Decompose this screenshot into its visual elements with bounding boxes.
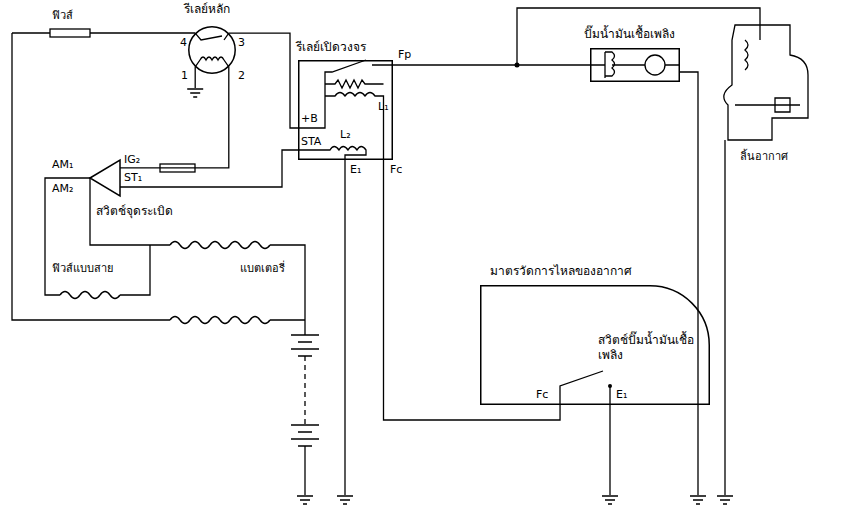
wire-connector [120,67,229,168]
relay-contact [195,33,229,67]
terminal-name: E₁ [350,163,361,176]
wire [195,67,196,88]
node-shape [481,286,710,405]
wire-connector [120,150,298,187]
wire [304,446,305,495]
fuel-pump: ปั๊มน้ำมันเชื้อเพลิง [590,48,680,82]
wire [12,32,195,33]
coil-name: L₁ [378,100,389,113]
wire [609,405,610,495]
terminal-name: AM₂ [52,182,73,195]
relay-coil [325,93,384,161]
switch-contact [608,384,612,388]
node-shape [189,27,235,73]
node-outline [90,160,120,196]
node-shape [299,61,393,160]
part-name: แบตเตอรี่ [240,262,285,275]
resistor-symbol [325,80,384,88]
relay-coil [298,147,366,161]
node-heading: รีเลย์เปิดวงจร [296,40,366,55]
wire-connector [393,64,590,65]
wire [90,178,305,330]
terminal-name: Fc [536,388,548,401]
pump-coil [590,52,680,78]
ground-symbol [187,89,203,97]
node-heading: มาตรวัดการไหลของอากาศ [490,264,632,279]
terminal-name: Fp [398,48,411,61]
node-shape [591,49,680,82]
node-text: สวิตช์ปั๊มน้ำมันเชื้อเพลิง [598,333,702,363]
terminal-name: ST₁ [124,171,142,184]
air-valve-body [724,25,808,140]
terminal-name: STA [301,135,321,148]
fusible-link-symbol [170,317,270,324]
terminal-name: IG₂ [124,153,140,166]
pin-number: 3 [238,36,245,49]
ground-symbol [690,496,706,504]
terminal-name: E₁ [616,388,627,401]
coil-name: L₂ [340,128,351,141]
wire [724,140,725,495]
air-valve-detail [735,25,800,112]
part-name: ลิ้นอากาศ [740,150,788,163]
relay-coil [200,57,224,60]
part-name: ฟิวส์แบบสาย [52,262,113,275]
node-heading: รีเลย์หลัก [184,2,230,17]
fusible-link-symbol [60,292,120,299]
terminal-name: +B [301,112,318,125]
pin-number: 2 [238,69,245,82]
node-outline [188,26,236,74]
fusible-link-symbol [170,242,270,249]
wire [12,33,305,320]
fuse-symbol [50,29,90,37]
relay-contact [298,60,393,128]
wire-connector [229,33,298,128]
fuse-label: ฟิวส์ [52,9,73,22]
air-flow-meter: มาตรวัดการไหลของอากาศสวิตช์ปั๊มน้ำมันเชื… [480,285,710,405]
wire [344,160,345,495]
wire-connector [384,160,561,420]
switch-symbol [560,371,610,405]
pump-motor [645,55,665,75]
battery-symbol [291,335,319,446]
pin-number: 1 [181,69,188,82]
wire [680,72,698,495]
terminal-name: Fc [390,163,402,176]
pin-number: 4 [180,36,187,49]
wire [45,178,150,295]
node-shape [90,160,120,196]
wire [517,8,760,65]
battery-symbol [304,330,305,425]
ground-symbol [297,496,313,504]
ignition-switch: สวิตช์จุดระเบิด [90,160,120,196]
node-heading: ปั๊มน้ำมันเชื้อเพลิง [584,27,675,42]
ground-symbol [337,496,353,504]
ground-symbol [602,496,618,504]
terminal-name: AM₁ [52,158,73,171]
node-heading: สวิตช์จุดระเบิด [96,204,173,219]
node-outline [590,48,680,82]
ground-symbol [717,496,733,504]
main-relay: รีเลย์หลัก [188,26,236,74]
